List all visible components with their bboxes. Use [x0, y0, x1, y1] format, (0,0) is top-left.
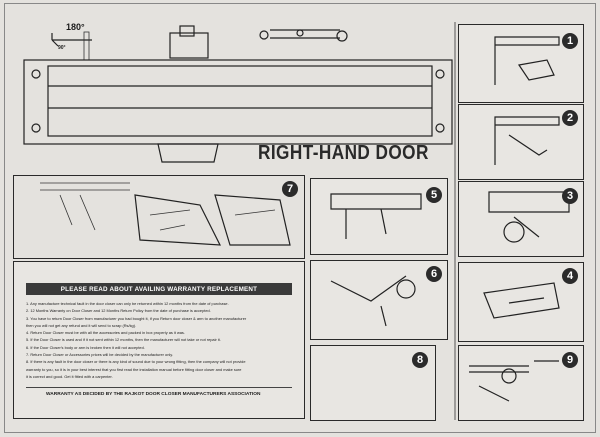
step-4-badge: 4 [562, 268, 578, 284]
warranty-box: PLEASE READ ABOUT AVAILING WARRANTY REPL… [13, 261, 305, 419]
closer-body [23, 25, 453, 163]
warranty-item: 7. Return Door Closer or Accessories pri… [26, 352, 173, 358]
warranty-item: it is correct and good. Get it fitted wi… [26, 373, 113, 379]
step6-panel [310, 260, 448, 340]
warranty-list: 1. Any manufacture technical fault in th… [26, 300, 302, 380]
step-3-badge: 3 [562, 188, 578, 204]
warranty-footer: WARRANTY AS DECIDED BY THE RAJKOT DOOR C… [46, 392, 261, 397]
step7-drawing [40, 182, 291, 246]
warranty-item: 4. Return Door Closer must be with all t… [26, 330, 185, 336]
arm-mini-icon [259, 29, 348, 42]
warranty-item: 8. If there is any fault in the door clo… [26, 359, 246, 365]
warranty-divider [26, 387, 292, 388]
step5-drawing [330, 193, 422, 239]
warranty-item: 2. 12 Months Warranty on Door Closer and… [26, 308, 211, 314]
warranty-item: 3. You have to return Door Closer from m… [26, 315, 247, 321]
step3-drawing [488, 191, 570, 243]
step1-drawing [494, 36, 560, 85]
instruction-sheet [4, 3, 596, 433]
step-5-badge: 5 [426, 187, 442, 203]
degree-label: 180° [66, 22, 85, 32]
step-2-badge: 2 [562, 110, 578, 126]
step-6-badge: 6 [426, 266, 442, 282]
page-title: RIGHT-HAND DOOR [258, 142, 429, 164]
step4-drawing [483, 282, 560, 319]
warranty-item: warranty to you, so it is in your best i… [26, 366, 242, 372]
warranty-item: 6. If the Door Closer's body or arm is b… [26, 344, 145, 350]
step6-drawing [330, 275, 416, 327]
step-7-badge: 7 [282, 181, 298, 197]
step-9-badge: 9 [562, 352, 578, 368]
warranty-heading: PLEASE READ ABOUT AVAILING WARRANTY REPL… [26, 283, 292, 295]
warranty-item: 5. If the Door Closer is used and if it … [26, 337, 221, 343]
step-1-badge: 1 [562, 33, 578, 49]
step-8-badge: 8 [412, 352, 428, 368]
warranty-item: then you will not get any refund and it … [26, 322, 137, 328]
step5-panel [310, 178, 448, 255]
step9-drawing [469, 360, 559, 402]
step7-panel [13, 175, 305, 259]
warranty-item: 1. Any manufacture technical fault in th… [26, 301, 229, 306]
step2-drawing [494, 116, 560, 165]
degree-small-label: 90° [58, 45, 66, 51]
